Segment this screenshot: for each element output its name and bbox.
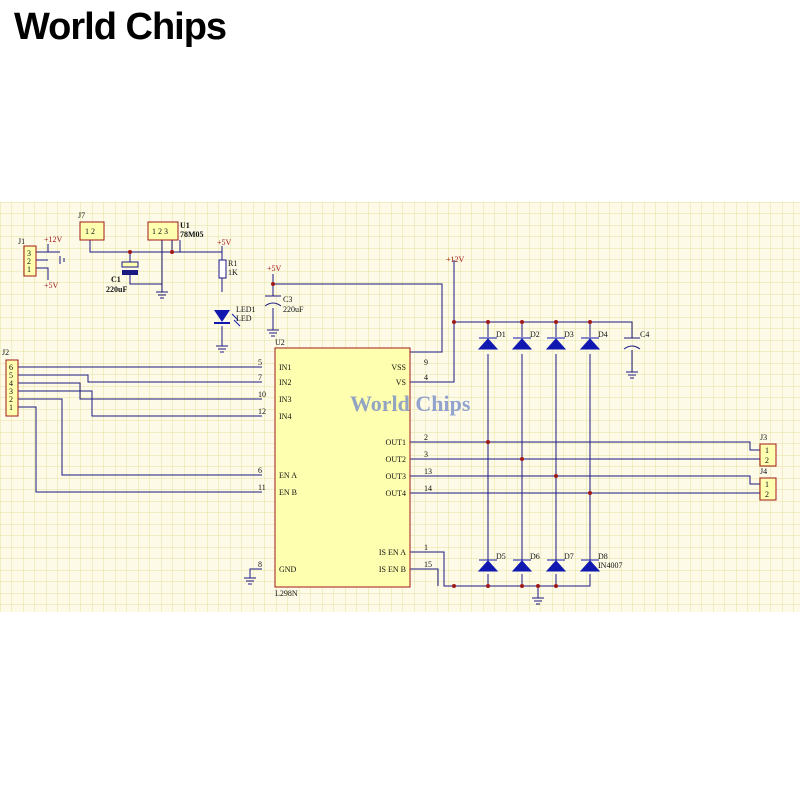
- connector-j2: [5, 359, 19, 417]
- diode-bottom-label-3: D7: [564, 552, 574, 561]
- u2-pin-name-left-3: IN4: [279, 412, 291, 421]
- j3-label: J3: [760, 433, 767, 442]
- u1-pins: 1 2 3: [152, 227, 168, 236]
- plus12v-label-j1: +12V: [44, 235, 63, 244]
- r1-label: R1: [228, 259, 237, 268]
- diode-bottom-label-2: D6: [530, 552, 540, 561]
- u2-pin-name-right-5: OUT4: [386, 489, 406, 498]
- j7-pins: 1 2: [85, 227, 95, 236]
- u2-pin-name-left-2: IN3: [279, 395, 291, 404]
- diode-top-label-1: D1: [496, 330, 506, 339]
- c1-label: C1: [111, 275, 121, 284]
- u2-pin-name-right-0: VSS: [391, 363, 406, 372]
- u2-pin-name-left-4: EN A: [279, 471, 297, 480]
- u2-pin-name-left-1: IN2: [279, 378, 291, 387]
- u2-pin-name-left-0: IN1: [279, 363, 291, 372]
- watermark: World Chips: [350, 391, 471, 416]
- u2-pin-num-right-2: 2: [424, 433, 428, 442]
- u2-pin-num-left-5: 11: [258, 483, 266, 492]
- c1-value: 220uF: [106, 285, 127, 294]
- capacitor-c3: [264, 295, 282, 307]
- junctions: [128, 250, 592, 588]
- u2-pin-num-right-3: 3: [424, 450, 428, 459]
- schematic-diagram: J1 3 2 1 +12V +5V J7 1 2 U1 78M05 1 2 3 …: [0, 202, 800, 612]
- u2-pin-num-right-0: 9: [424, 358, 428, 367]
- u2-pin-num-left-2: 10: [258, 390, 266, 399]
- r1-value: 1K: [228, 268, 238, 277]
- j1-pin-3: 3: [27, 249, 31, 258]
- j1-pin-2: 2: [27, 257, 31, 266]
- u2-pin-name-right-6: IS EN A: [379, 548, 406, 557]
- u2-pin-num-right-5: 14: [424, 484, 432, 493]
- diode-bottom-label-4: D8: [598, 552, 608, 561]
- j2-pin-2: 2: [9, 395, 13, 404]
- j3-pin-2: 2: [765, 456, 769, 465]
- u2-pin-name-right-1: VS: [396, 378, 406, 387]
- led1-value: LED: [236, 314, 252, 323]
- c3-value: 220uF: [283, 305, 304, 314]
- capacitor-c1: [121, 261, 139, 275]
- j4-pin-1: 1: [765, 480, 769, 489]
- u2-pin-name-right-2: OUT1: [386, 438, 406, 447]
- connector-j1: [23, 245, 37, 277]
- u2-pin-num-left-0: 5: [258, 358, 262, 367]
- j2-pin-4: 4: [9, 379, 13, 388]
- connector-j4: [759, 477, 777, 501]
- u2-pin-num-right-4: 13: [424, 467, 432, 476]
- j2-pin-5: 5: [9, 371, 13, 380]
- u2-pin-num-left-4: 6: [258, 466, 262, 475]
- c3-label: C3: [283, 295, 292, 304]
- j4-label: J4: [760, 467, 767, 476]
- led-led1: [214, 310, 241, 327]
- u1-part: 78M05: [180, 230, 204, 239]
- resistor-r1: [218, 259, 227, 279]
- diode-top-label-4: D4: [598, 330, 608, 339]
- u2-pin-num-right-7: 15: [424, 560, 432, 569]
- plus5v-label-r1: +5V: [217, 238, 232, 247]
- j1-pin-1: 1: [27, 265, 31, 274]
- j7-label: J7: [78, 211, 85, 220]
- j3-pin-1: 1: [765, 446, 769, 455]
- u2-pin-name-left-6: GND: [279, 565, 297, 574]
- u2-label: U2: [275, 338, 285, 347]
- u2-pin-name-left-5: EN B: [279, 488, 297, 497]
- u2-pin-num-left-1: 7: [258, 373, 262, 382]
- plus5v-label-j1: +5V: [44, 281, 59, 290]
- wires: [18, 240, 760, 598]
- c4-label: C4: [640, 330, 649, 339]
- diode-part: IN4007: [598, 561, 622, 570]
- diode-bottom-label-1: D5: [496, 552, 506, 561]
- diode-top-label-2: D2: [530, 330, 540, 339]
- u2-pin-num-left-3: 12: [258, 407, 266, 416]
- ground-symbols: [156, 291, 638, 605]
- plus12v-label-main: +12V: [446, 255, 465, 264]
- j2-label: J2: [2, 348, 9, 357]
- diodes-top: [477, 337, 601, 350]
- u2-part: L298N: [275, 589, 298, 598]
- u2-pin-name-right-3: OUT2: [386, 455, 406, 464]
- diodes-bottom: [477, 559, 601, 572]
- j2-pin-1: 1: [9, 403, 13, 412]
- regulator-u1: [147, 221, 179, 241]
- ic-u2: [274, 347, 411, 588]
- brand-name: World Chips: [14, 6, 227, 48]
- plus5v-label-c3: +5V: [267, 264, 282, 273]
- j2-pin-3: 3: [9, 387, 13, 396]
- u1-label: U1: [180, 221, 190, 230]
- u2-pin-num-right-1: 4: [424, 373, 428, 382]
- j4-pin-2: 2: [765, 490, 769, 499]
- u2-pin-num-left-6: 8: [258, 560, 262, 569]
- u2-pin-num-right-6: 1: [424, 543, 428, 552]
- j2-pin-6: 6: [9, 363, 13, 372]
- led1-label: LED1: [236, 305, 256, 314]
- u2-pin-name-right-4: OUT3: [386, 472, 406, 481]
- capacitor-c4: [623, 337, 641, 350]
- connector-j3: [759, 443, 777, 467]
- diode-top-label-3: D3: [564, 330, 574, 339]
- u2-pin-name-right-7: IS EN B: [379, 565, 406, 574]
- connector-j7: [79, 221, 105, 241]
- brand-logo: World Chips: [14, 6, 227, 49]
- j1-label: J1: [18, 237, 25, 246]
